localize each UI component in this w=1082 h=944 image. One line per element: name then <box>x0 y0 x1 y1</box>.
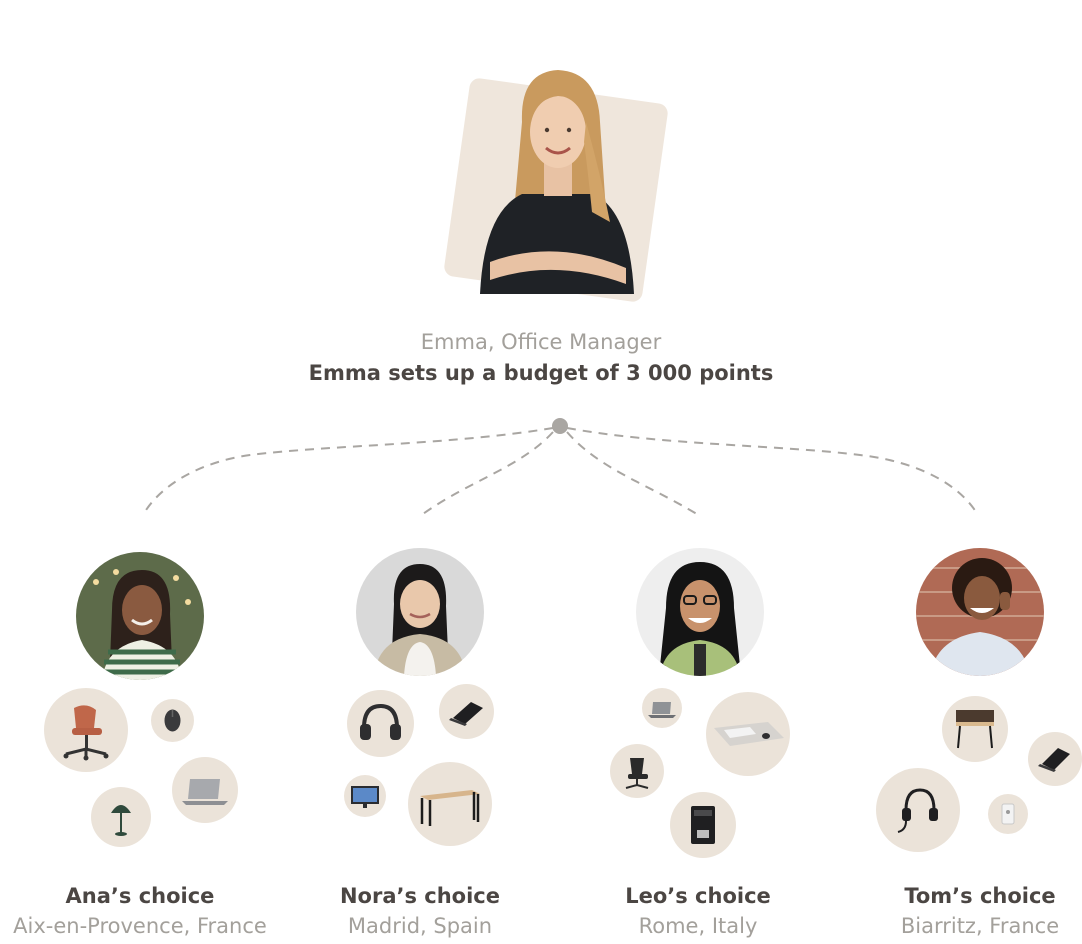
charger-icon <box>988 794 1028 834</box>
choice-location-nora: Madrid, Spain <box>347 914 493 938</box>
desk-icon <box>408 762 492 846</box>
headphones-icon <box>347 690 414 757</box>
laptop-icon <box>439 684 494 739</box>
coffee-machine-icon <box>670 792 736 858</box>
avatar-tom <box>916 548 1044 676</box>
connector-nora <box>419 431 554 517</box>
mouse-icon <box>151 699 194 742</box>
desk-icon <box>942 696 1008 762</box>
manager-role: Emma, Office Manager <box>420 330 662 354</box>
choice-location-ana: Aix-en-Provence, France <box>13 914 267 938</box>
choice-location-leo: Rome, Italy <box>638 914 758 938</box>
monitor-icon <box>344 775 386 817</box>
connector-ana <box>142 427 554 516</box>
avatar-ana <box>76 552 204 680</box>
desk-lamp-icon <box>91 787 151 847</box>
connector-leo <box>566 431 701 517</box>
manager-headline: Emma sets up a budget of 3 000 points <box>308 361 774 385</box>
office-chair-icon <box>610 744 664 798</box>
choice-location-tom: Biarritz, France <box>900 914 1060 938</box>
laptop-icon <box>642 688 682 728</box>
choice-name-leo: Leo’s choice <box>625 884 771 908</box>
avatar-nora <box>356 548 484 676</box>
keyboard-mousepad-icon <box>706 692 790 776</box>
connector-hub <box>552 418 568 434</box>
avatar-leo <box>636 548 764 676</box>
laptop-icon <box>1028 732 1082 786</box>
choice-name-tom: Tom’s choice <box>904 884 1056 908</box>
headset-icon <box>876 768 960 852</box>
office-chair-icon <box>44 688 128 772</box>
laptop-icon <box>172 757 238 823</box>
choice-name-ana: Ana’s choice <box>65 884 215 908</box>
manager-photo <box>460 62 650 294</box>
connector-tom <box>566 427 979 516</box>
choice-name-nora: Nora’s choice <box>339 884 501 908</box>
